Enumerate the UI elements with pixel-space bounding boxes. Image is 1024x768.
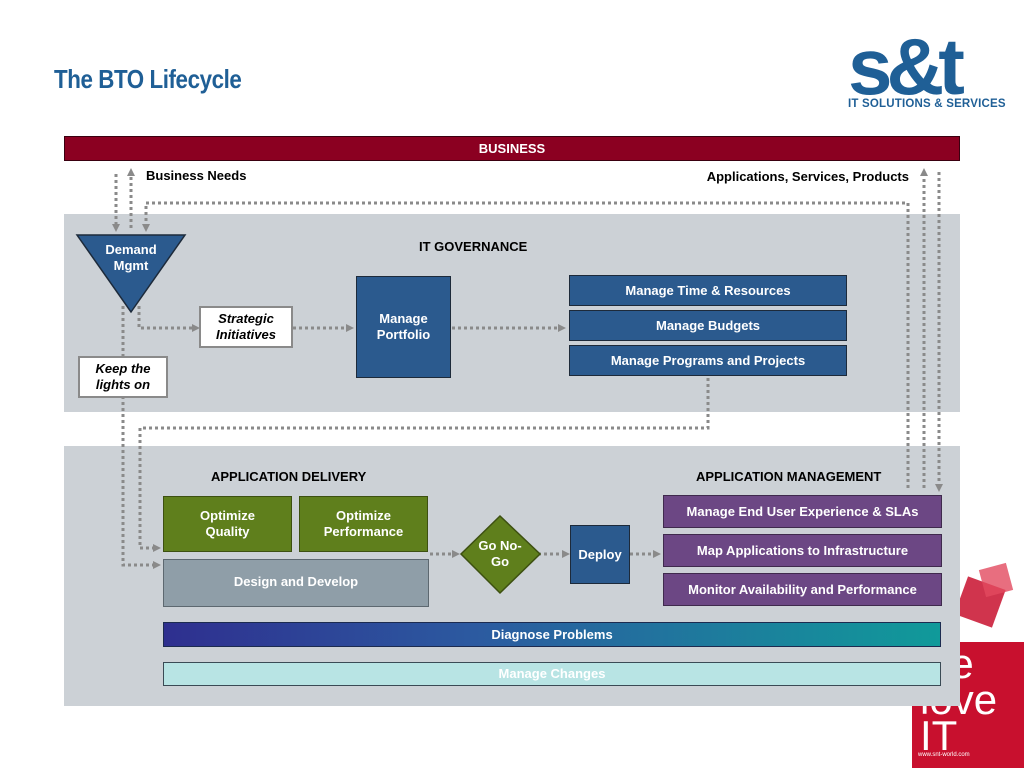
optimize-performance-box: Optimize Performance — [299, 496, 428, 552]
business-needs-label: Business Needs — [146, 168, 247, 183]
website-url: www.snt-world.com — [918, 752, 970, 758]
svg-text:s&t: s&t — [848, 22, 964, 111]
diagnose-problems-bar: Diagnose Problems — [163, 622, 941, 647]
logo-mark-icon: s&t — [848, 22, 970, 111]
gonogo-diamond — [459, 514, 542, 595]
business-outputs-label: Applications, Services, Products — [706, 169, 909, 184]
gonogo-label: Go No-Go — [478, 538, 522, 569]
strategic-initiatives-box: Strategic Initiatives — [199, 306, 293, 348]
application-management-heading: APPLICATION MANAGEMENT — [696, 469, 882, 484]
loop-top — [142, 201, 910, 488]
arrow-to-strategic — [137, 306, 200, 332]
manage-time-resources-box: Manage Time & Resources — [569, 275, 847, 306]
arrow-programs-to-delivery — [138, 378, 710, 552]
manage-programs-box: Manage Programs and Projects — [569, 345, 847, 376]
design-develop-box: Design and Develop — [163, 559, 429, 607]
manage-changes-bar: Manage Changes — [163, 662, 941, 686]
it-governance-heading: IT GOVERNANCE — [419, 239, 528, 254]
manage-portfolio-box: Manage Portfolio — [356, 276, 451, 378]
deploy-box: Deploy — [570, 525, 630, 584]
application-delivery-heading: APPLICATION DELIVERY — [211, 469, 367, 484]
page-title: The BTO Lifecycle — [54, 64, 242, 94]
manage-end-user-box: Manage End User Experience & SLAs — [663, 495, 942, 528]
demand-mgmt-label: Demand Mgmt — [105, 242, 157, 273]
manage-budgets-box: Manage Budgets — [569, 310, 847, 341]
logo-tagline: IT SOLUTIONS & SERVICES — [848, 98, 1006, 110]
monitor-availability-box: Monitor Availability and Performance — [663, 573, 942, 606]
optimize-quality-box: Optimize Quality — [163, 496, 292, 552]
map-applications-box: Map Applications to Infrastructure — [663, 534, 942, 567]
keep-lights-on-box: Keep the lights on — [78, 356, 168, 398]
business-bar: BUSINESS — [64, 136, 960, 161]
company-logo: s&t IT SOLUTIONS & SERVICES — [846, 10, 1014, 114]
demand-triangle — [75, 234, 187, 314]
